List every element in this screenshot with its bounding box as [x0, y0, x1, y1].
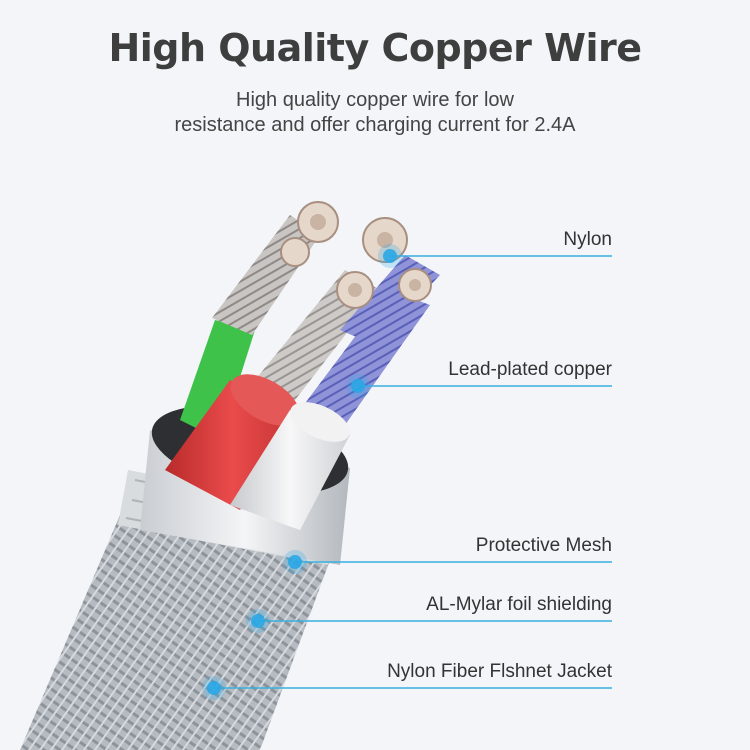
callout-label-protective-mesh: Protective Mesh: [475, 535, 612, 556]
callout-label-nylon: Nylon: [563, 229, 612, 250]
white-wire: [230, 402, 350, 530]
callout-dots: [202, 244, 402, 700]
callout-label-fishnet-jacket: Nylon Fiber Flshnet Jacket: [387, 661, 612, 682]
conductor-tips: [280, 201, 432, 309]
subtitle: High quality copper wire for low resista…: [0, 88, 750, 138]
subtitle-line-2: resistance and offer charging current fo…: [174, 114, 576, 136]
subtitle-line-1: High quality copper wire for low: [236, 89, 514, 111]
callout-lines: [214, 255, 612, 689]
red-wire: [165, 374, 300, 510]
callout-label-foil-shielding: AL-Mylar foil shielding: [426, 594, 612, 615]
page-title: High Quality Copper Wire: [108, 26, 642, 70]
callout-label-lead-plated-copper: Lead-plated copper: [448, 359, 612, 380]
